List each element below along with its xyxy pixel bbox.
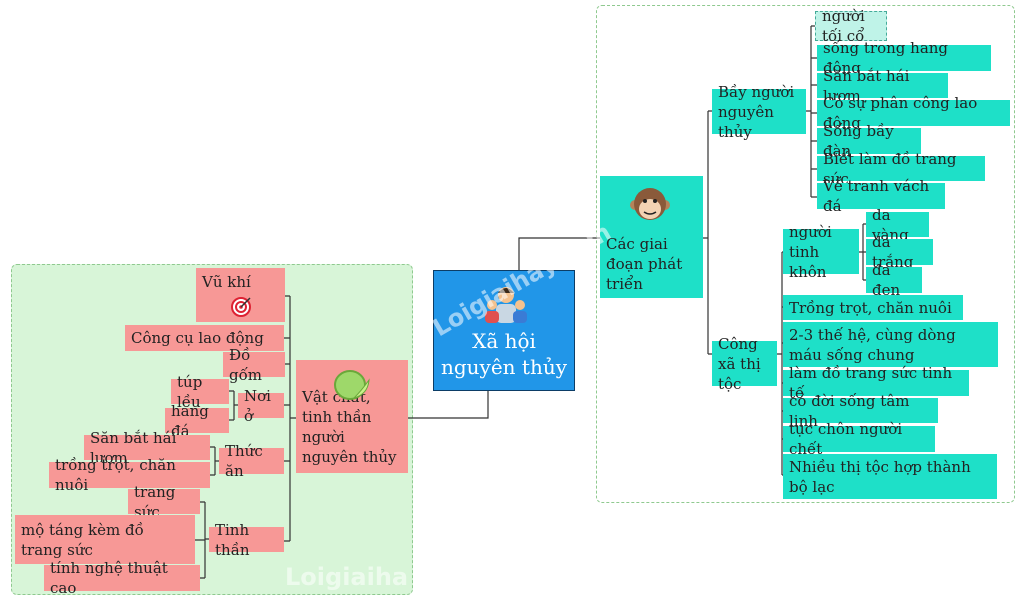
target-icon	[231, 297, 251, 317]
fruit-icon	[334, 370, 370, 400]
commune-item[interactable]: Trồng trọt, chăn nuôi	[783, 295, 963, 320]
spiritual-item-label: tính nghệ thuật cao	[50, 559, 168, 597]
commune-item-label: 2-3 thế hệ, cùng dòng máu sống chung	[789, 325, 956, 364]
spiritual-node[interactable]: Tinh thần	[209, 521, 284, 559]
monkey-face-icon	[630, 188, 670, 220]
race-item[interactable]: da trắng	[866, 233, 933, 271]
central-topic-title: Xã hội nguyên thủy	[440, 329, 568, 379]
horde-item[interactable]: sống trong hang động	[817, 39, 991, 77]
commune-item[interactable]: tục chôn người chết	[783, 420, 935, 458]
commune-item-label: có đời sống tâm linh	[789, 391, 910, 430]
primitive-horde-node[interactable]: Bầy người nguyên thủy	[712, 83, 806, 141]
commune-item-label: làm đồ trang sức tinh tế	[789, 364, 953, 402]
food-item[interactable]: trồng trọt, chăn nuôi	[49, 456, 210, 494]
horde-item[interactable]: Vẽ tranh vách đá	[817, 177, 945, 215]
spiritual-item[interactable]: mộ táng kèm đồ trang sức	[15, 515, 195, 564]
race-item-label: da đen	[872, 261, 901, 299]
horde-item-label: Sống bầy đàn	[823, 122, 894, 160]
pottery-label: Đồ gốm	[229, 345, 263, 384]
horde-item[interactable]: người tối cổ	[815, 7, 887, 45]
watermark: Loigiaiha	[285, 563, 409, 591]
food-item[interactable]: Săn bắt hái lượm	[84, 429, 210, 467]
pottery-node[interactable]: Đồ gốm	[223, 346, 285, 384]
housing-item[interactable]: túp lều	[171, 373, 229, 411]
commune-item[interactable]: có đời sống tâm linh	[783, 392, 938, 430]
food-item-label: trồng trọt, chăn nuôi	[55, 456, 176, 494]
commune-item[interactable]: Nhiều thị tộc hợp thành bộ lạc	[783, 454, 997, 499]
food-label: Thức ăn	[225, 442, 263, 480]
commune-item-label: Nhiều thị tộc hợp thành bộ lạc	[789, 457, 971, 496]
spiritual-item[interactable]: trang sức	[128, 483, 200, 521]
horde-item[interactable]: Sống bầy đàn	[817, 122, 921, 160]
housing-item-label: túp lều	[177, 372, 203, 411]
people-group-icon	[485, 287, 527, 323]
horde-item-label: Vẽ tranh vách đá	[823, 177, 930, 215]
primitive-horde-label: Bầy người nguyên thủy	[718, 82, 795, 141]
horde-item-label: người tối cổ	[822, 7, 865, 45]
spiritual-item-label: mộ táng kèm đồ trang sức	[21, 520, 144, 559]
housing-label: Nơi ở	[244, 386, 271, 425]
horde-item-label: Có sự phân công lao động	[823, 94, 978, 132]
clan-commune-node[interactable]: Công xã thị tộc	[712, 335, 777, 393]
horde-item[interactable]: Có sự phân công lao động	[817, 94, 1010, 132]
commune-item-label: tục chôn người chết	[789, 420, 903, 458]
race-item[interactable]: da vàng	[866, 206, 929, 244]
commune-item[interactable]: làm đồ trang sức tinh tế	[783, 364, 969, 402]
homo-sapiens-label: người tinh khôn	[789, 222, 832, 281]
weapon-label: Vũ khí	[202, 273, 251, 291]
horde-item[interactable]: Săn bắt hái lượm	[817, 67, 948, 105]
labor-tools-label: Công cụ lao động	[131, 329, 264, 347]
branch-material-spiritual-label: Vật chất, tinh thần người nguyên thủy	[302, 388, 397, 466]
commune-item-label: Trồng trọt, chăn nuôi	[789, 298, 952, 317]
spiritual-label: Tinh thần	[215, 520, 250, 559]
branch-material-spiritual[interactable]: Vật chất, tinh thần người nguyên thủy	[296, 360, 408, 473]
spiritual-item[interactable]: tính nghệ thuật cao	[44, 559, 200, 597]
food-node[interactable]: Thức ăn	[219, 442, 284, 480]
race-item[interactable]: da đen	[866, 261, 922, 299]
commune-item[interactable]: 2-3 thế hệ, cùng dòng máu sống chung	[783, 322, 998, 367]
horde-item[interactable]: Biết làm đồ trang sức	[817, 150, 985, 188]
central-topic[interactable]: Xã hội nguyên thủy	[433, 270, 575, 391]
race-item-label: da trắng	[872, 233, 914, 271]
homo-sapiens-node[interactable]: người tinh khôn	[783, 223, 859, 281]
labor-tools-node[interactable]: Công cụ lao động	[125, 325, 284, 351]
clan-commune-label: Công xã thị tộc	[718, 334, 761, 393]
housing-node[interactable]: Nơi ở	[238, 387, 284, 425]
horde-item-label: sống trong hang động	[823, 39, 949, 77]
branch-development-stages-label: Các giai đoạn phát triển	[606, 235, 683, 293]
